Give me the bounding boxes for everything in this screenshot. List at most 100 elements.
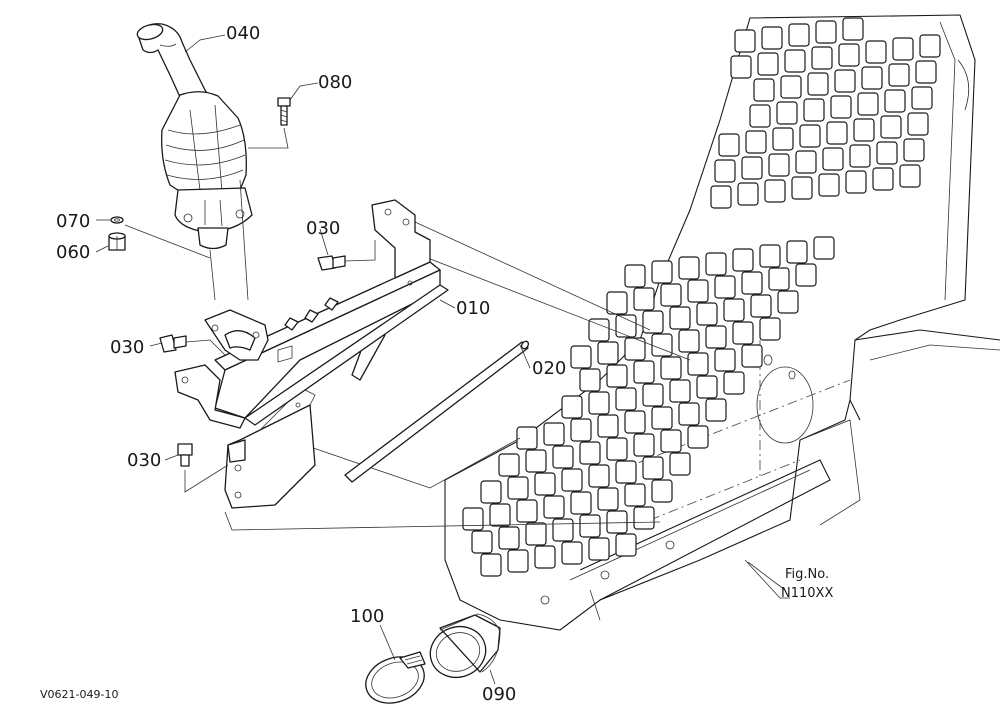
grille-cell <box>525 522 547 546</box>
grille-cell <box>737 182 759 206</box>
grille-cell <box>818 173 840 197</box>
grille-cell <box>597 341 619 365</box>
grille-cell <box>624 337 646 361</box>
grille-cell <box>745 130 767 154</box>
leader-090 <box>489 669 496 685</box>
label-030-upper: 030 <box>306 218 340 239</box>
grille-cell <box>723 298 745 322</box>
grille-cell <box>507 549 529 573</box>
grille-cell <box>678 402 700 426</box>
washer-070 <box>110 216 124 224</box>
grille-cell <box>615 387 637 411</box>
leader-070 <box>124 224 211 259</box>
grille-cell <box>741 344 763 368</box>
grille-cell <box>579 368 601 392</box>
grille-cell <box>669 306 691 330</box>
grille-cell <box>710 185 732 209</box>
grille-cell <box>753 78 775 102</box>
grille-cell <box>615 533 637 557</box>
grille-cell <box>696 302 718 326</box>
grille-cell <box>561 541 583 565</box>
grille-cell <box>579 514 601 538</box>
grille-cell <box>845 170 867 194</box>
grille-cell <box>606 291 628 315</box>
leader-lever-pin-2 <box>239 179 249 301</box>
label-leaders <box>95 34 786 591</box>
label-090: 090 <box>482 684 516 705</box>
label-010: 010 <box>456 298 490 319</box>
grille-cell <box>795 150 817 174</box>
grille-cell <box>525 449 547 473</box>
grille-cell <box>633 433 655 457</box>
grille-cell <box>777 290 799 314</box>
grille-cell <box>705 252 727 276</box>
grille-cell <box>615 460 637 484</box>
grille-cell <box>749 104 771 128</box>
grille-cell <box>633 287 655 311</box>
grille-cell <box>741 156 763 180</box>
grille-cell <box>624 483 646 507</box>
grille-cell <box>911 86 933 110</box>
grille-cell <box>579 441 601 465</box>
grille-cell <box>768 153 790 177</box>
bolt-080 <box>248 97 291 149</box>
grille-cell <box>606 437 628 461</box>
label-080: 080 <box>318 72 352 93</box>
grille-cell <box>570 491 592 515</box>
screw-030-lower <box>177 443 229 493</box>
rod-020 <box>344 340 530 483</box>
grille-cell <box>516 426 538 450</box>
grille-cell <box>750 294 772 318</box>
grille-cell <box>718 133 740 157</box>
bellows-090 <box>429 613 501 679</box>
grille-cell <box>588 537 610 561</box>
grille-cell <box>615 314 637 338</box>
grille-cell <box>651 333 673 357</box>
grille-cell <box>705 398 727 422</box>
grille-cell <box>730 55 752 79</box>
grille-cell <box>772 127 794 151</box>
grille-cell <box>687 352 709 376</box>
grille-cell <box>588 318 610 342</box>
grille-cell <box>776 101 798 125</box>
label-030-lower: 030 <box>127 450 161 471</box>
grille-cell <box>915 60 937 84</box>
grille-cell <box>534 472 556 496</box>
grille-cell <box>696 375 718 399</box>
grille-cell <box>759 317 781 341</box>
seal-strip <box>244 284 449 426</box>
joystick-lever <box>136 23 253 250</box>
grille-cell <box>723 371 745 395</box>
drawing-code: V0621-049-10 <box>40 688 118 701</box>
grille-cell <box>588 464 610 488</box>
grille-cell <box>552 445 574 469</box>
grille-cell <box>606 364 628 388</box>
grille-cell <box>561 395 583 419</box>
grille-cell <box>899 164 921 188</box>
grille-cell <box>597 414 619 438</box>
grille-cell <box>830 95 852 119</box>
grille-cell <box>705 325 727 349</box>
grille-cell <box>732 321 754 345</box>
grille-cell <box>624 264 646 288</box>
grille-cell <box>780 75 802 99</box>
grille-cell <box>534 545 556 569</box>
grille-cell <box>633 506 655 530</box>
grille-cell <box>651 406 673 430</box>
grille-cell <box>834 69 856 93</box>
grille-cell <box>606 510 628 534</box>
grille-cell <box>892 37 914 61</box>
grille-cell <box>811 46 833 70</box>
grille-cell <box>861 66 883 90</box>
leader-lines <box>224 221 790 599</box>
grille-cell <box>807 72 829 96</box>
grille-cell <box>903 138 925 162</box>
figure-ref-line1: Fig.No. <box>785 567 829 582</box>
label-100: 100 <box>350 606 384 627</box>
grille-cell <box>588 391 610 415</box>
grille-cell <box>498 526 520 550</box>
grille-cell <box>660 283 682 307</box>
grille-cell <box>570 345 592 369</box>
grille-cell <box>642 456 664 480</box>
label-040: 040 <box>226 23 260 44</box>
